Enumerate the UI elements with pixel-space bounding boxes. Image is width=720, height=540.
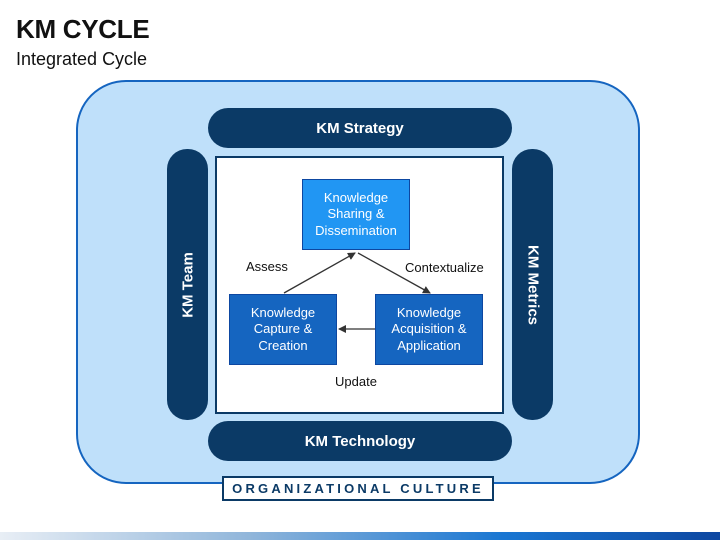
edge-label-assess: Assess — [246, 259, 288, 274]
edge-label-update: Update — [335, 374, 377, 389]
node-capture-creation: Knowledge Capture & Creation — [229, 294, 337, 365]
page-title: KM CYCLE — [16, 14, 150, 44]
km-team-bar: KM Team — [167, 149, 208, 420]
km-strategy-bar: KM Strategy — [208, 108, 512, 148]
arrow-contextualize — [357, 252, 431, 294]
page-subtitle: Integrated Cycle — [16, 49, 148, 69]
edge-label-contextualize: Contextualize — [405, 260, 484, 275]
node-sharing-dissemination: Knowledge Sharing & Dissemination — [302, 179, 410, 250]
arrow-assess — [283, 252, 356, 294]
footer-gradient-bar — [0, 532, 720, 540]
km-metrics-bar: KM Metrics — [512, 149, 553, 420]
km-technology-bar: KM Technology — [208, 421, 512, 461]
organizational-culture-label: ORGANIZATIONAL CULTURE — [222, 476, 494, 501]
node-acquisition-application: Knowledge Acquisition & Application — [375, 294, 483, 365]
